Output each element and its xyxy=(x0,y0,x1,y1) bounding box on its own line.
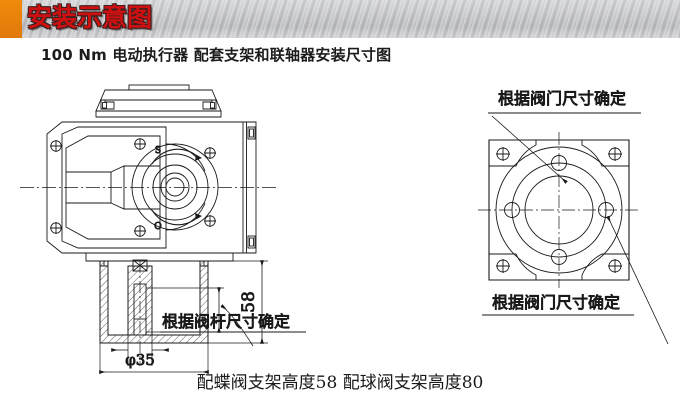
dimension-bore-35-label: φ35 xyxy=(125,351,155,369)
header-accent-bar xyxy=(0,0,22,38)
note-valve-bottom-label: 根据阀门尺寸确定 xyxy=(492,293,620,312)
indicator-open-label: O xyxy=(154,222,161,232)
boss-screw-group xyxy=(134,138,216,237)
indicator-shut-label: S xyxy=(155,146,161,156)
actuator-housing: S O xyxy=(20,121,278,254)
housing-screw-group xyxy=(50,140,62,234)
dimension-height-58-label: 58 xyxy=(239,291,259,313)
note-valve-stem: 根据阀杆尺寸确定 xyxy=(160,312,306,333)
page-title: 安装示意图 xyxy=(27,3,153,32)
page-header: 安装示意图 xyxy=(0,0,680,38)
dimension-bore-35: φ35 xyxy=(99,335,209,374)
note-valve-top-label: 根据阀门尺寸确定 xyxy=(498,89,626,108)
bracket-flange-view: 根据阀门尺寸确定 xyxy=(478,89,669,345)
actuator-side-view: S O xyxy=(20,84,306,374)
coupling-cross-section xyxy=(99,259,209,366)
diagram-subtitle: 100 Nm 电动执行器 配套支架和联轴器安装尺寸图 xyxy=(41,46,392,64)
dimension-height-58: 58 xyxy=(208,260,268,344)
bracket-corner-screw-group xyxy=(496,147,622,273)
note-valve-bottom: 根据阀门尺寸确定 xyxy=(482,215,669,345)
actuator-base-plate xyxy=(85,252,234,262)
actuator-top-cover xyxy=(95,84,222,118)
technical-drawing: S O xyxy=(0,76,680,405)
diagram-caption: 配蝶阀支架高度58 配球阀支架高度80 xyxy=(196,373,484,393)
note-valve-stem-label: 根据阀杆尺寸确定 xyxy=(162,312,290,331)
